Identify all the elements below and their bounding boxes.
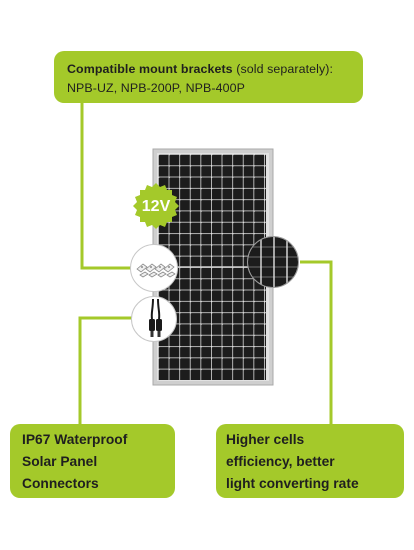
connector-cable-inset xyxy=(131,296,177,342)
cell-efficiency-line-1: Higher cells xyxy=(226,432,305,447)
connector-cable-icon xyxy=(149,298,162,337)
waterproof-connectors-line-3: Connectors xyxy=(22,476,99,491)
waterproof-connectors-line-2: Solar Panel xyxy=(22,454,98,469)
voltage-badge-label: 12V xyxy=(141,198,171,215)
mount-brackets-callout: Compatible mount brackets (sold separate… xyxy=(54,51,363,103)
waterproof-connectors-line-1: IP67 Waterproof xyxy=(22,432,128,447)
mount-brackets-callout-title: Compatible mount brackets xyxy=(67,62,233,76)
cell-efficiency-callout: Higher cells efficiency, better light co… xyxy=(216,424,404,498)
cell-efficiency-line-3: light converting rate xyxy=(226,476,359,491)
mount-brackets-inset xyxy=(130,244,178,292)
voltage-badge: 12V xyxy=(131,182,181,232)
cell-closeup-icon xyxy=(248,237,298,287)
cell-closeup-inset xyxy=(247,236,299,288)
mount-brackets-callout-text: (sold separately): NPB-UZ, NPB-200P, NPB… xyxy=(67,62,334,95)
mount-brackets-icon xyxy=(136,263,176,278)
voltage-badge-seal-icon xyxy=(133,183,179,229)
cell-efficiency-line-2: efficiency, better xyxy=(226,454,335,469)
waterproof-connectors-callout: IP67 Waterproof Solar Panel Connectors xyxy=(10,424,175,498)
